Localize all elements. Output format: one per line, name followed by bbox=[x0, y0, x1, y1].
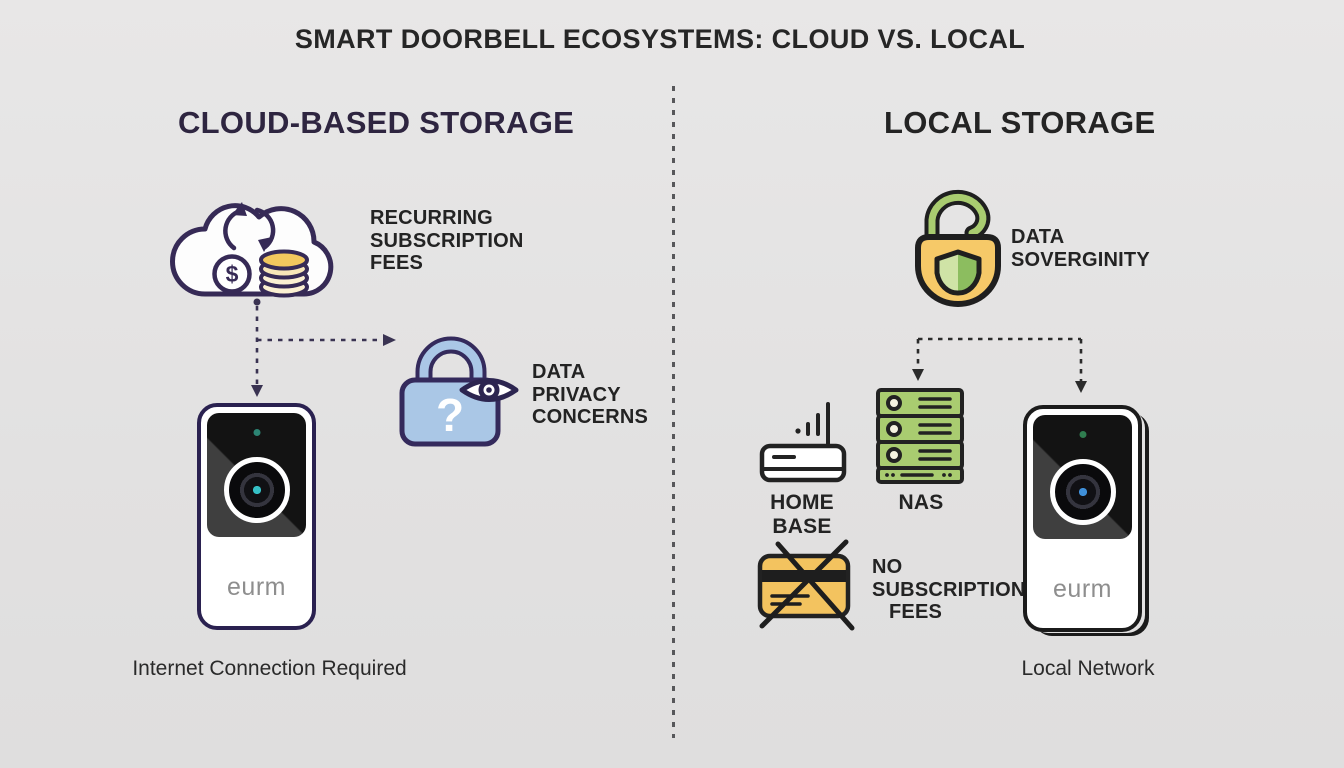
dollar-coin-icon: $ bbox=[212, 254, 252, 294]
cross-out-x bbox=[759, 539, 855, 631]
arrowhead-down bbox=[251, 385, 263, 397]
home-base-label: HOME BASE bbox=[770, 491, 834, 538]
dollar-glyph: $ bbox=[226, 261, 239, 287]
arrowhead-down-nas bbox=[912, 369, 924, 381]
arrowhead-down-doorbell bbox=[1075, 381, 1087, 393]
recurring-fees-line2: SUBSCRIPTION bbox=[370, 229, 524, 252]
coin-stack-icon bbox=[259, 249, 309, 298]
data-sovereignty-label: DATA SOVERGINITY bbox=[1011, 226, 1150, 271]
center-divider-dashed-line bbox=[672, 86, 675, 738]
doorbell-camera-panel bbox=[1033, 415, 1132, 539]
privacy-line3: CONCERNS bbox=[532, 406, 649, 429]
sovereignty-line1: DATA bbox=[1011, 226, 1065, 248]
doorbell-device-cloud: eurm bbox=[197, 403, 316, 630]
home-base-icon bbox=[759, 402, 847, 483]
local-connector-dashed-arrows bbox=[912, 337, 1087, 393]
nas-label: NAS bbox=[898, 491, 944, 514]
doorbell-camera-panel bbox=[207, 413, 306, 537]
no-subscription-fees-label: NO SUBSCRIPTION FEES bbox=[872, 556, 1026, 624]
privacy-line1: DATA bbox=[532, 361, 586, 383]
no-fees-line3: FEES bbox=[889, 601, 943, 624]
cloud-column-caption: Internet Connection Required bbox=[132, 657, 407, 680]
shield-icon bbox=[934, 249, 982, 296]
doorbell-brand-logo: eurm bbox=[1053, 575, 1112, 603]
crossed-credit-card-icon bbox=[757, 539, 855, 631]
recurring-fees-line1: RECURRING bbox=[370, 207, 493, 229]
sync-arrows-icon bbox=[223, 202, 276, 252]
no-fees-line1: NO bbox=[872, 556, 903, 578]
cloud-column-heading: CLOUD-BASED STORAGE bbox=[178, 105, 575, 140]
camera-lens bbox=[1049, 459, 1116, 525]
status-led bbox=[1079, 431, 1086, 438]
question-mark-glyph: ? bbox=[436, 389, 464, 441]
doorbell-brand-logo: eurm bbox=[227, 573, 286, 601]
page-title: SMART DOORBELL ECOSYSTEMS: CLOUD VS. LOC… bbox=[294, 24, 1026, 54]
doorbell-device-local: eurm bbox=[1023, 405, 1142, 632]
cloud-connector-dashed-arrows bbox=[251, 298, 396, 397]
privacy-line2: PRIVACY bbox=[532, 383, 621, 406]
data-privacy-label: DATA PRIVACY CONCERNS bbox=[532, 361, 648, 429]
camera-lens bbox=[223, 457, 290, 523]
open-padlock-icon bbox=[915, 189, 1001, 307]
eye-icon bbox=[459, 378, 519, 402]
cloud-subscription-icon: $ bbox=[170, 202, 334, 298]
recurring-fees-label: RECURRING SUBSCRIPTION FEES bbox=[370, 207, 524, 275]
nas-server-icon bbox=[876, 388, 964, 484]
status-led bbox=[253, 429, 260, 436]
recurring-fees-line3: FEES bbox=[370, 252, 424, 275]
no-fees-line2: SUBSCRIPTION bbox=[872, 578, 1026, 601]
privacy-lock-icon: ? bbox=[399, 336, 519, 447]
sovereignty-line2: SOVERGINITY bbox=[1011, 248, 1150, 271]
arrowhead-right bbox=[383, 334, 396, 346]
local-column-heading: LOCAL STORAGE bbox=[884, 105, 1156, 140]
local-column-caption: Local Network bbox=[1021, 657, 1155, 680]
